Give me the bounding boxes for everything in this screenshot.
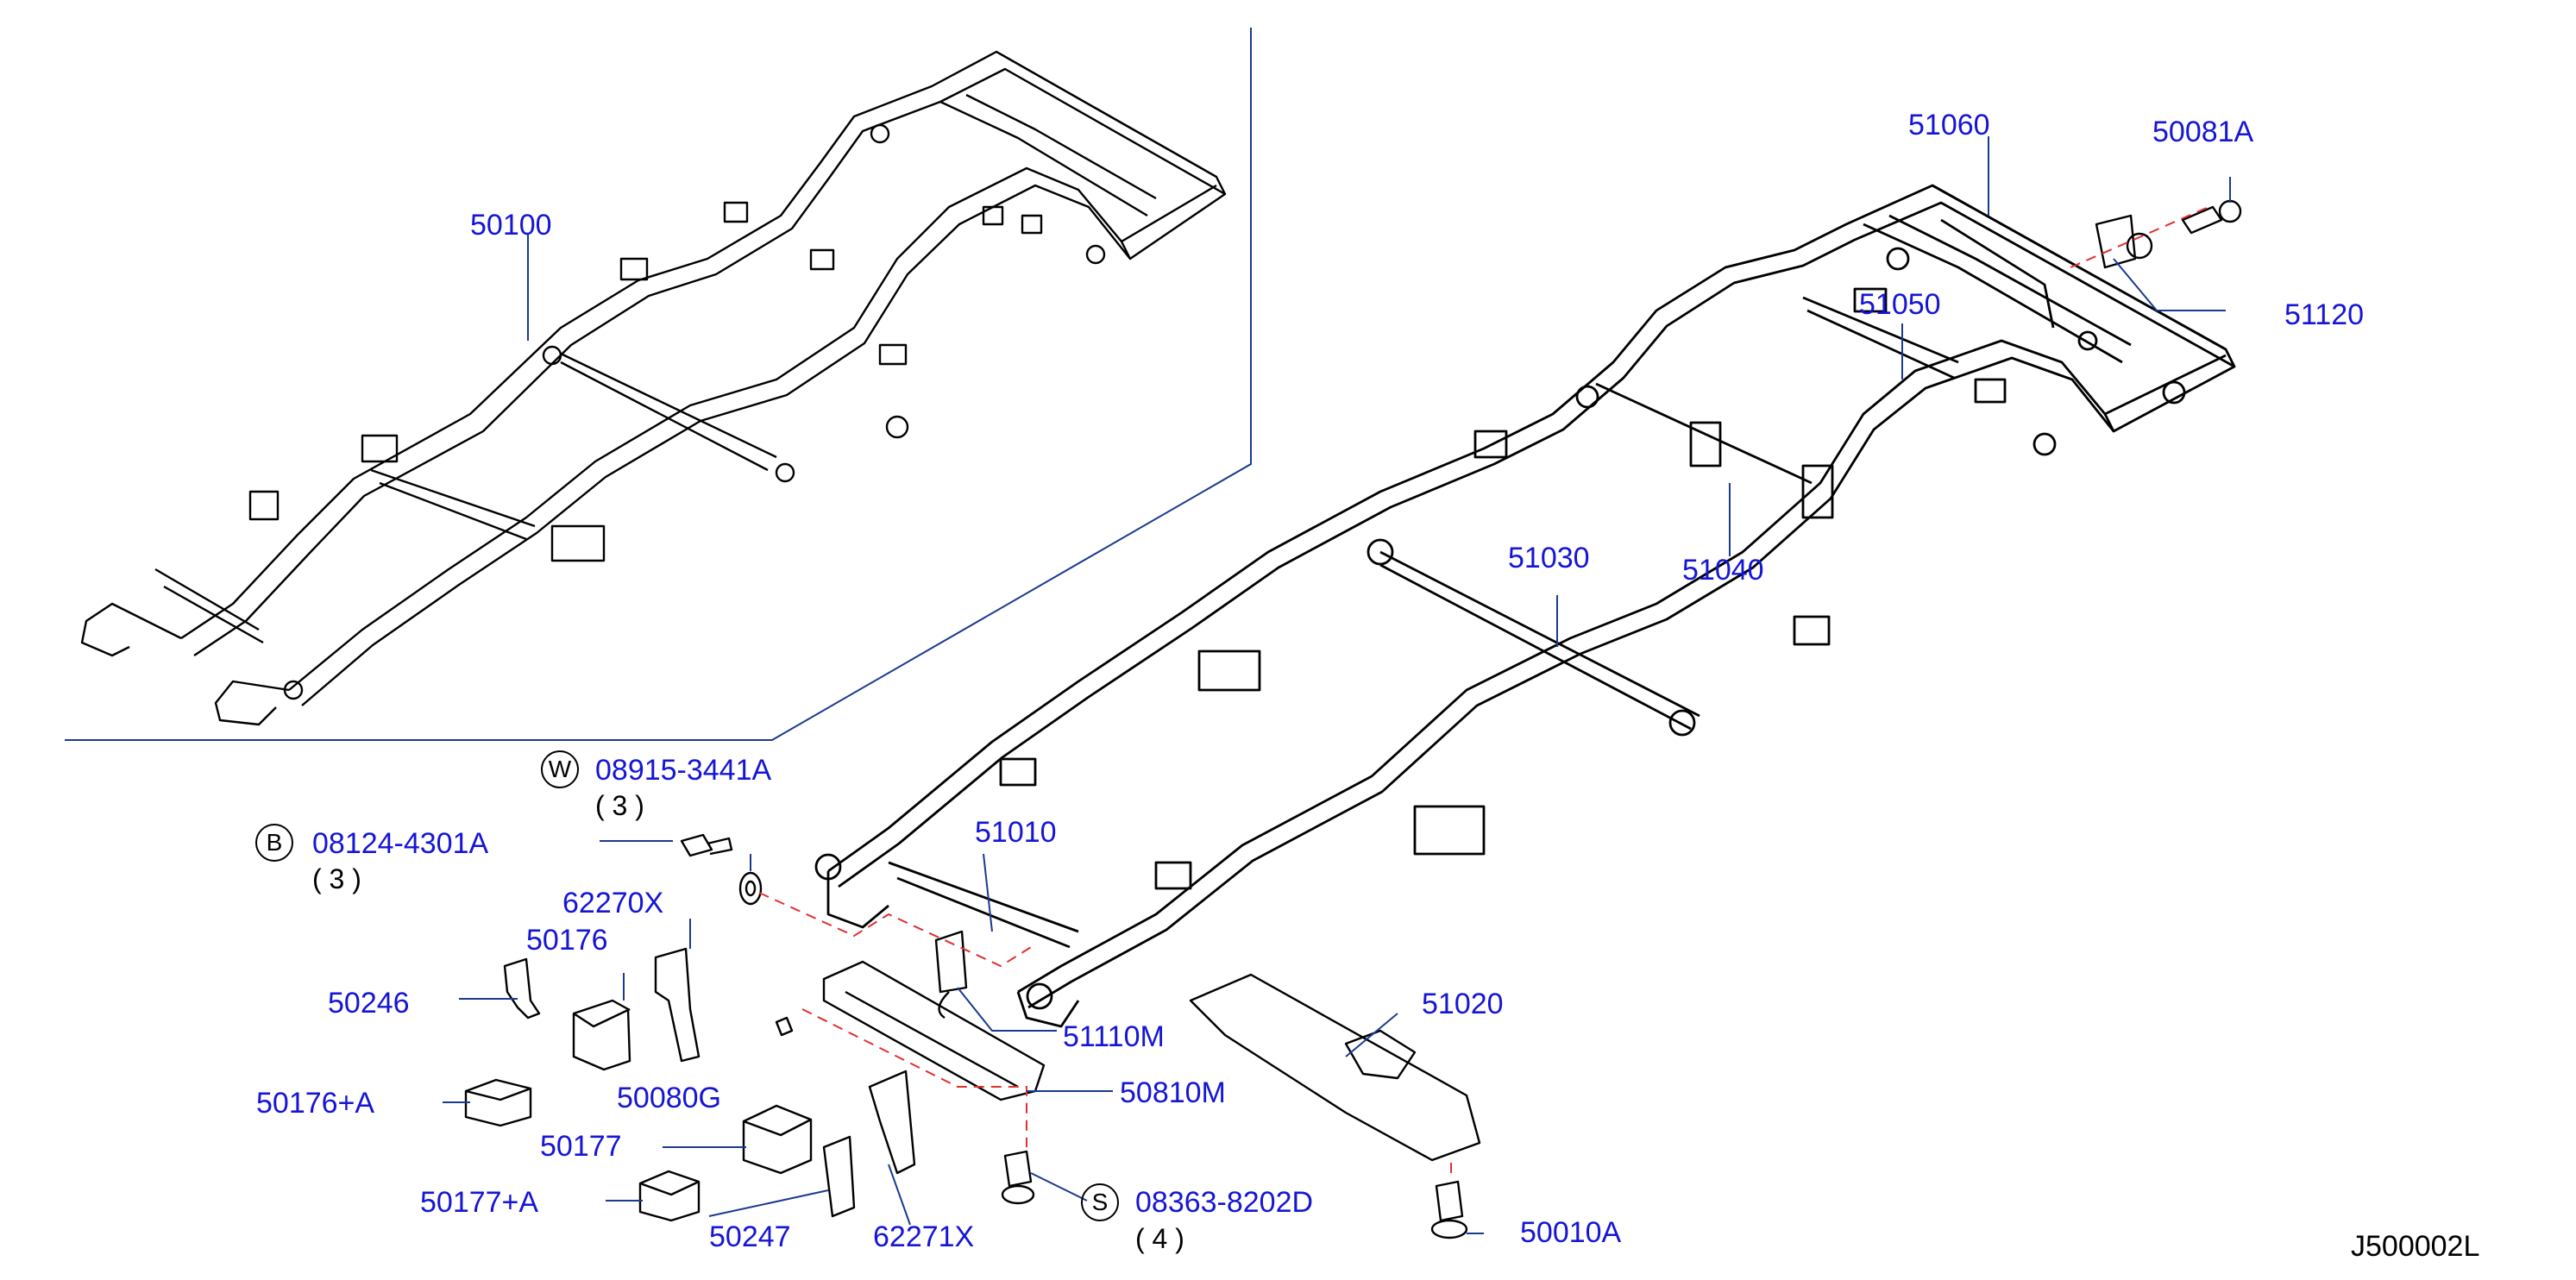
part-label-50010A[interactable]: 50010A: [1520, 1216, 1622, 1249]
part-label-08915-3441A[interactable]: 08915-3441A: [595, 754, 772, 787]
part-label-50176-A[interactable]: 50176+A: [256, 1087, 375, 1120]
part-label-51020[interactable]: 51020: [1422, 988, 1504, 1020]
part-label-51050[interactable]: 51050: [1859, 288, 1941, 321]
part-label-50177-A[interactable]: 50177+A: [420, 1186, 539, 1219]
frame-assembly-large: [814, 184, 2236, 1028]
inset-divider: [65, 28, 1252, 741]
diagram-code: J500002L: [2351, 1230, 2480, 1263]
bolt-symbol-b: B: [255, 824, 293, 862]
part-label-51060[interactable]: 51060: [1908, 109, 1990, 141]
part-label-50247[interactable]: 50247: [709, 1220, 791, 1253]
part-label-62271X[interactable]: 62271X: [873, 1220, 975, 1253]
part-label-50177[interactable]: 50177: [540, 1130, 622, 1163]
qty-08363-8202D: ( 4 ): [1135, 1223, 1184, 1254]
part-label-51120[interactable]: 51120: [2284, 298, 2365, 331]
part-label-50100[interactable]: 50100: [470, 209, 552, 242]
part-label-51030[interactable]: 51030: [1508, 542, 1590, 574]
part-label-51110M[interactable]: 51110M: [1063, 1020, 1165, 1053]
small-parts: [464, 199, 2242, 1239]
frame-assembly-small: [80, 50, 1227, 726]
part-label-50081A[interactable]: 50081A: [2152, 116, 2254, 148]
part-label-50246[interactable]: 50246: [328, 987, 410, 1020]
part-label-08124-4301A[interactable]: 08124-4301A: [312, 827, 489, 860]
part-label-08363-8202D[interactable]: 08363-8202D: [1135, 1186, 1314, 1219]
screw-symbol-s: S: [1081, 1183, 1119, 1221]
leader-lines: [443, 136, 2231, 1234]
part-label-50080G[interactable]: 50080G: [617, 1082, 721, 1114]
alignment-lines: [758, 206, 2209, 1177]
part-label-50176[interactable]: 50176: [526, 924, 608, 957]
part-label-51010[interactable]: 51010: [975, 816, 1057, 849]
qty-08124-4301A: ( 3 ): [312, 863, 361, 894]
part-label-51040[interactable]: 51040: [1682, 554, 1764, 587]
qty-08915-3441A: ( 3 ): [595, 790, 644, 821]
washer-symbol-w: W: [541, 750, 579, 788]
part-label-50810M[interactable]: 50810M: [1120, 1076, 1226, 1109]
part-label-62270X[interactable]: 62270X: [562, 887, 664, 919]
